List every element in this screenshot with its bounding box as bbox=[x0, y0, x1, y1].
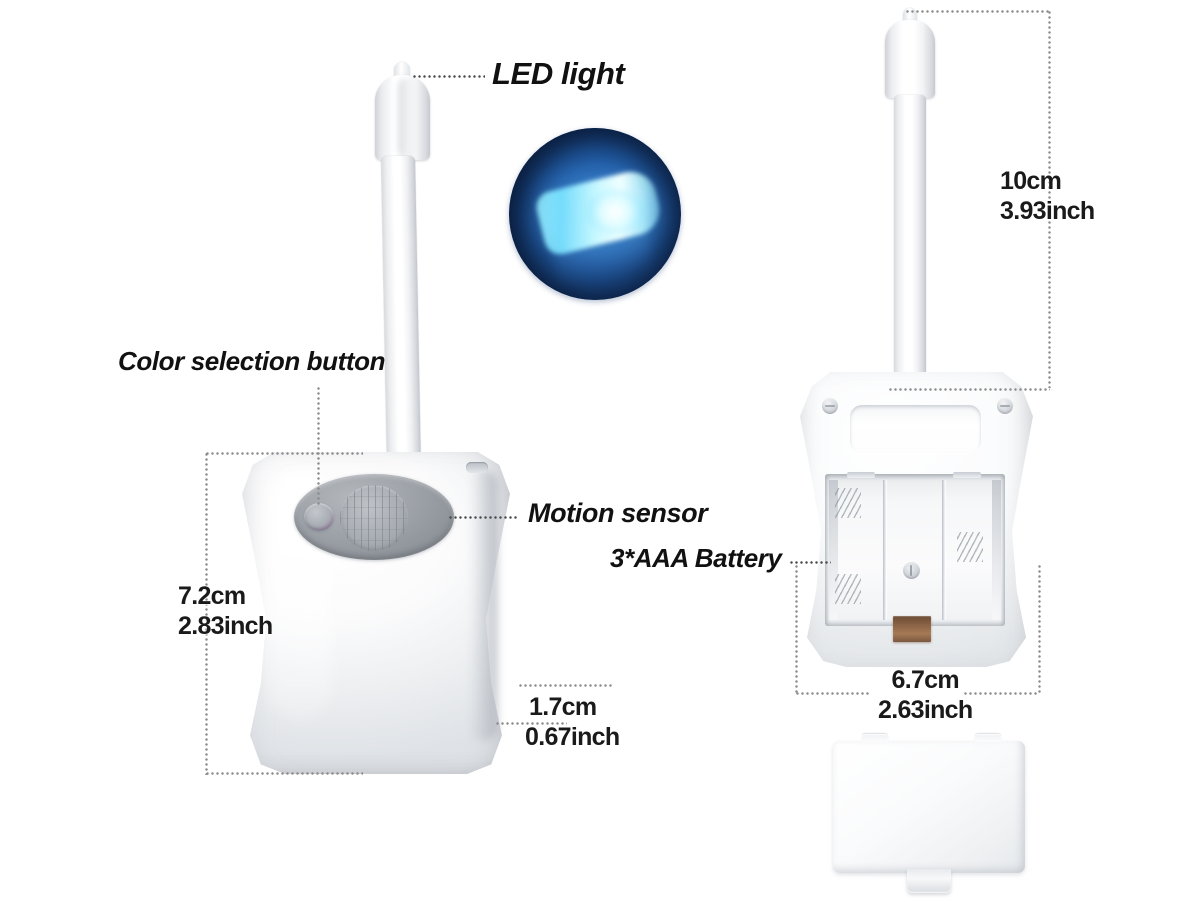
flexible-arm-left bbox=[381, 155, 421, 457]
battery-bay-right-wall bbox=[992, 480, 1001, 620]
dimension-front-height-inch: 2.83inch bbox=[178, 611, 273, 640]
battery-bay-divider-1 bbox=[883, 480, 886, 620]
battery-bay-divider-2 bbox=[942, 480, 945, 620]
dimension-label-front-depth: 1.7cm 0.67inch bbox=[525, 693, 620, 752]
battery-bay-notch-right bbox=[953, 472, 981, 478]
leader-line-battery-right bbox=[789, 561, 831, 564]
dimension-line-back-width-left bbox=[795, 564, 798, 694]
battery-bay-left-wall bbox=[829, 480, 838, 620]
leader-line-led-light bbox=[412, 75, 485, 78]
dimension-label-arm-height: 10cm 3.93inch bbox=[1000, 167, 1095, 226]
battery-spring-2 bbox=[835, 574, 861, 604]
dimension-front-depth-cm: 1.7cm bbox=[529, 693, 597, 721]
dimension-back-width-inch: 2.63inch bbox=[878, 695, 973, 724]
dimension-back-width-cm: 6.7cm bbox=[891, 666, 960, 694]
dimension-label-front-height: 7.2cm 2.83inch bbox=[178, 582, 273, 641]
led-glow-inset bbox=[509, 128, 681, 300]
leader-line-color-button bbox=[317, 386, 320, 506]
led-head-right bbox=[885, 20, 935, 98]
center-screw-icon bbox=[903, 562, 920, 579]
dimension-arm-height-inch: 3.93inch bbox=[1000, 196, 1095, 225]
dimension-tick-front-depth-bottom bbox=[495, 722, 567, 725]
dimension-front-depth-inch: 0.67inch bbox=[525, 722, 620, 751]
front-body-port bbox=[466, 462, 488, 473]
battery-contact-tab bbox=[893, 616, 931, 642]
battery-compartment bbox=[825, 472, 1005, 626]
dimension-tick-front-height-top bbox=[205, 452, 363, 455]
leader-line-motion-sensor bbox=[448, 516, 518, 519]
dimension-line-back-width-right bbox=[1038, 564, 1041, 694]
battery-cover-tab-right bbox=[975, 734, 1001, 742]
screw-top-left-icon bbox=[822, 398, 838, 414]
dimension-tick-front-height-bottom bbox=[205, 772, 363, 775]
callout-color-selection-button: Color selection button bbox=[118, 346, 386, 376]
callout-battery: 3*AAA Battery bbox=[610, 543, 782, 573]
battery-cover bbox=[833, 741, 1025, 873]
dimension-tick-back-width-left bbox=[795, 692, 870, 695]
dimension-label-back-width: 6.7cm 2.63inch bbox=[878, 666, 973, 725]
callout-led-light: LED light bbox=[492, 56, 625, 91]
dimension-tick-arm-height-bottom bbox=[888, 388, 1050, 391]
dimension-tick-front-depth-top bbox=[518, 684, 613, 687]
callout-motion-sensor: Motion sensor bbox=[528, 498, 708, 528]
color-selection-button[interactable] bbox=[304, 503, 334, 531]
battery-spring-3 bbox=[957, 532, 983, 562]
dimension-tick-back-width-right bbox=[963, 692, 1039, 695]
motion-sensor-lens-icon bbox=[340, 485, 408, 551]
battery-bay-notch-left bbox=[847, 472, 875, 478]
flexible-arm-right bbox=[894, 95, 926, 395]
dimension-arm-height-cm: 10cm bbox=[1000, 167, 1062, 195]
battery-spring-1 bbox=[835, 488, 861, 518]
dimension-tick-arm-height-top bbox=[905, 10, 1050, 13]
led-head-hook-icon bbox=[394, 62, 410, 78]
screw-top-right-icon bbox=[997, 398, 1013, 414]
battery-cover-tab-left bbox=[862, 734, 888, 742]
dimension-front-height-cm: 7.2cm bbox=[178, 582, 246, 610]
battery-cover-latch bbox=[907, 869, 951, 893]
dimension-line-arm-height bbox=[1048, 10, 1051, 388]
led-head-shadow bbox=[398, 78, 415, 158]
label-recess bbox=[850, 405, 981, 453]
led-glow-core bbox=[587, 190, 643, 234]
dimension-line-front-height bbox=[205, 452, 208, 775]
